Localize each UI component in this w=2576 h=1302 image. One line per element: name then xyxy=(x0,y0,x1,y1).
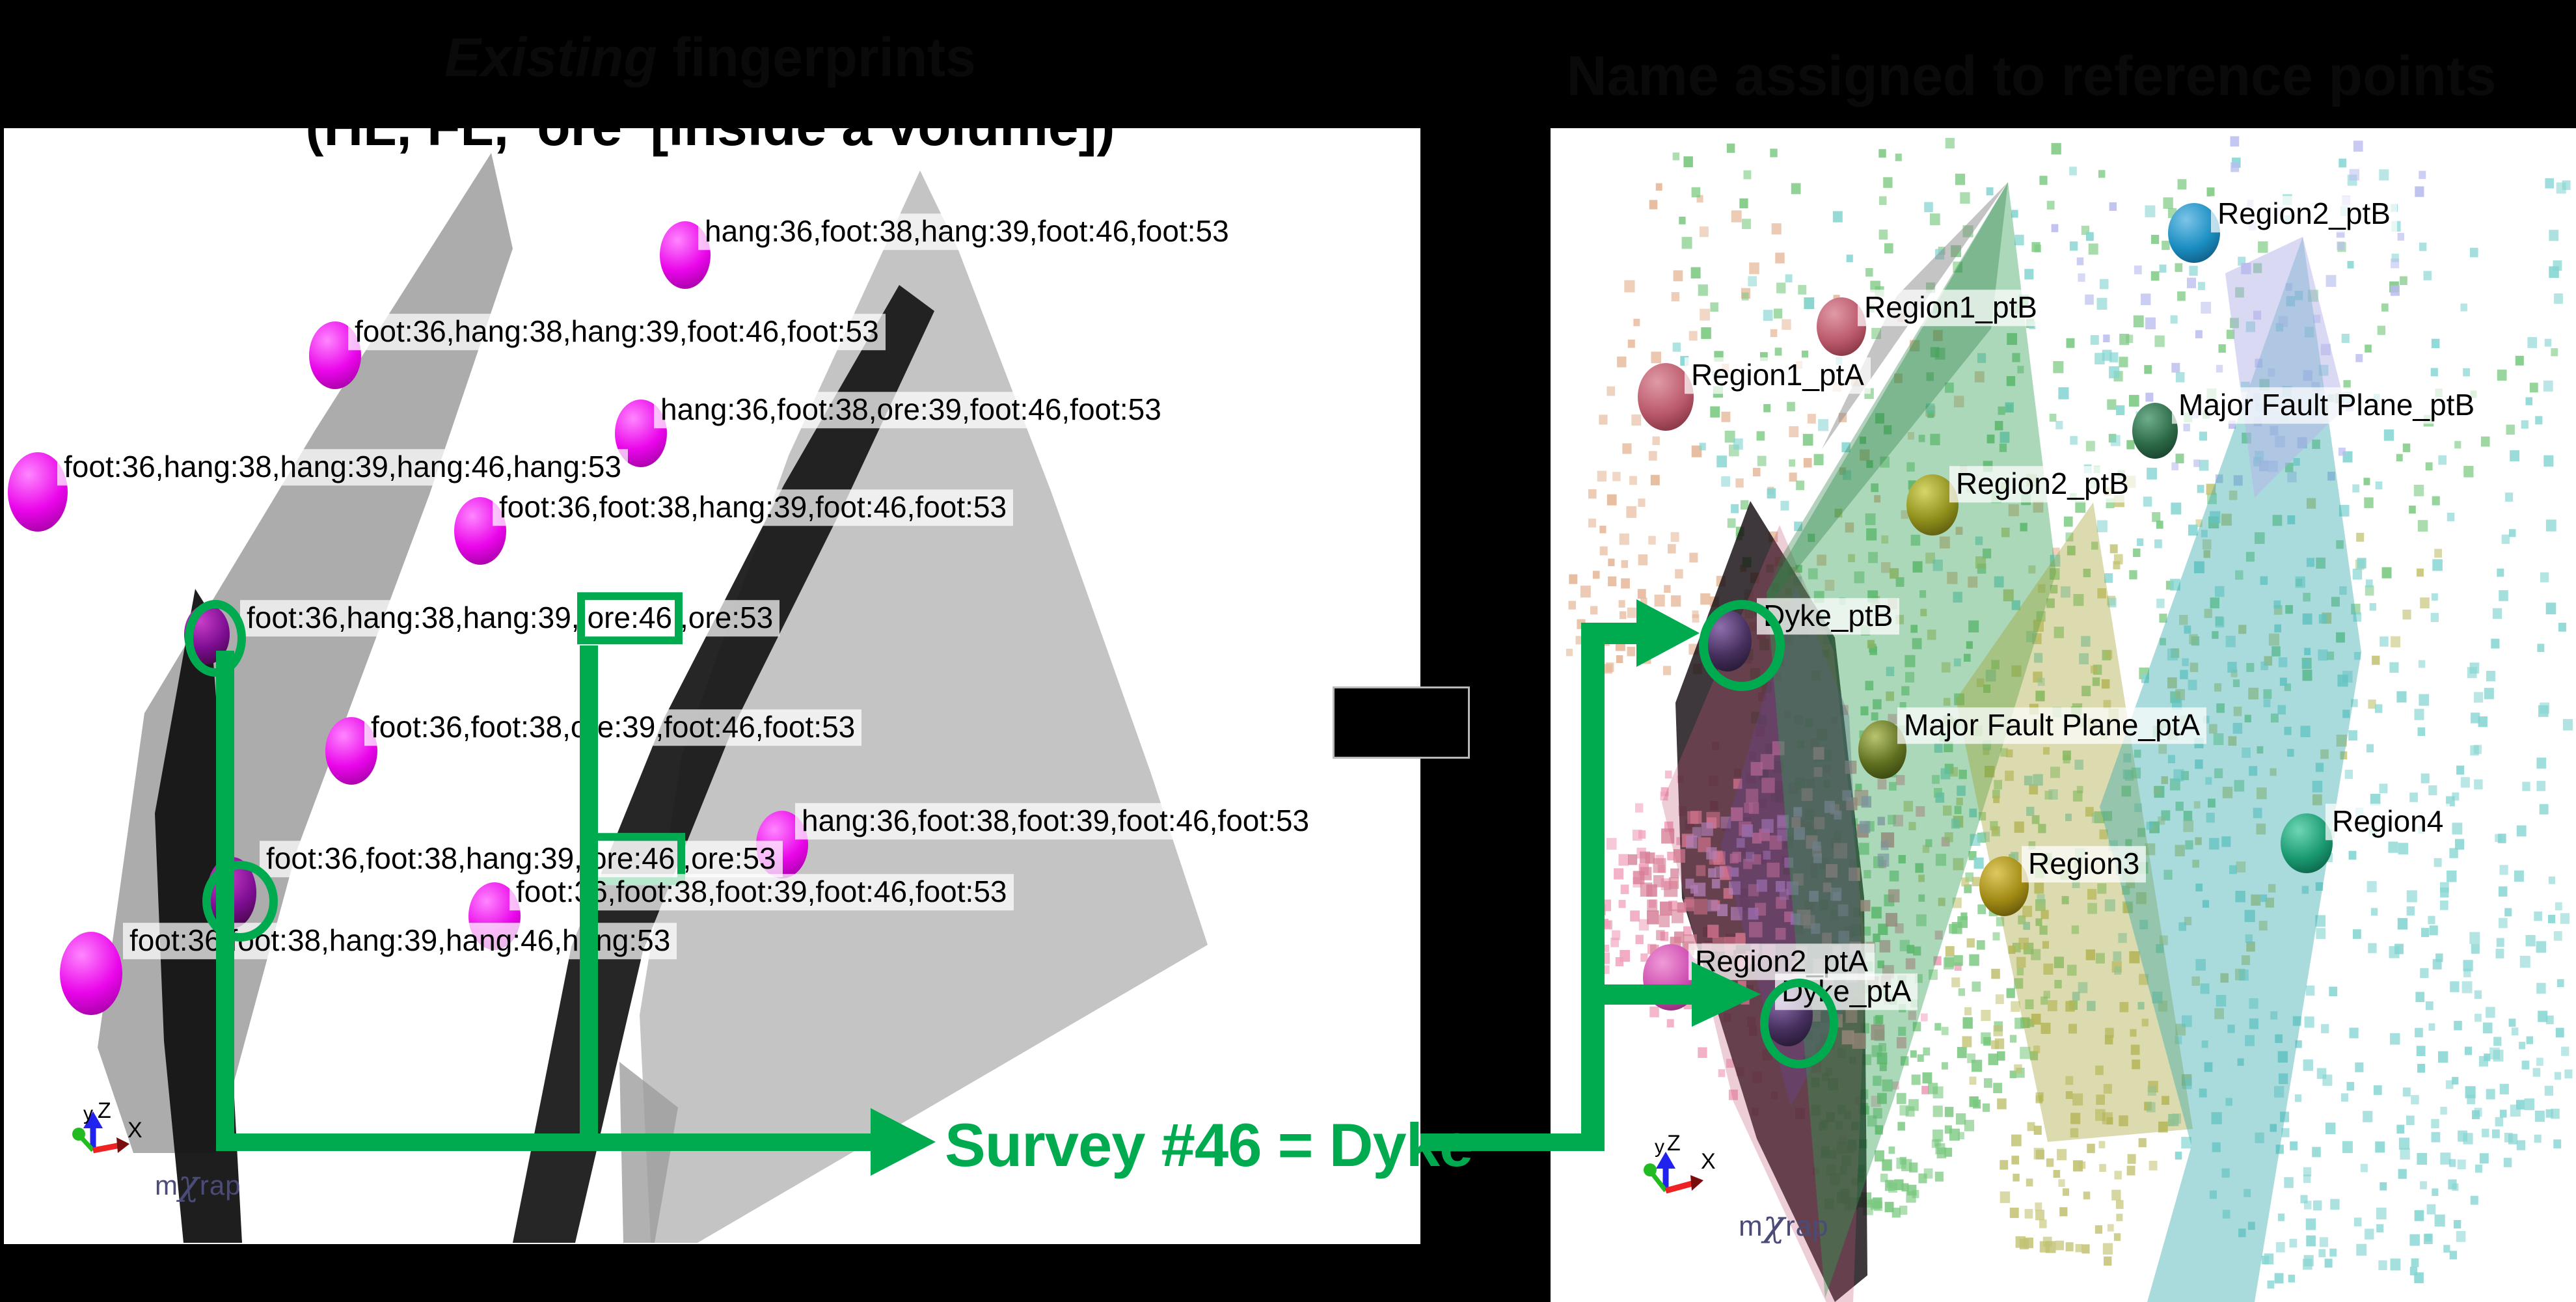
survey-string-label: foot:36,hang:38,hang:39,ore:46,ore:53 xyxy=(240,592,780,644)
reference-point-label-text: Region1_ptA xyxy=(1691,358,1864,392)
highlighted-ore46: ore:46 xyxy=(576,592,683,644)
reference-point-label: Region4 xyxy=(2325,804,2450,840)
left-panel-title-line1: Existing fingerprints xyxy=(444,27,976,88)
reference-point-label: Major Fault Plane_ptB xyxy=(2172,387,2482,424)
axis-label-z-right: Z xyxy=(1667,1131,1681,1156)
annotation-arrowhead-dykepta xyxy=(1692,962,1761,1027)
reference-sphere xyxy=(2281,813,2333,873)
reference-point-label-text: Region2_ptB xyxy=(1956,467,2129,501)
survey-string-label: foot:36,foot:38,ore:39,foot:46,foot:53 xyxy=(364,709,862,746)
axis-label-x-left: X xyxy=(128,1118,142,1143)
reference-point-label-text: Region1_ptB xyxy=(1864,290,2037,325)
panel-connector xyxy=(1333,686,1470,759)
survey-string-label: hang:36,foot:38,foot:39,foot:46,foot:53 xyxy=(795,803,1316,839)
reference-point-label: Region1_ptB xyxy=(1858,290,2044,326)
survey-string-label: foot:36,foot:38,hang:39,foot:46,foot:53 xyxy=(493,489,1014,526)
annotation-arrowhead-dykeptb xyxy=(1636,599,1700,667)
mxrap-logo-left: mχrap xyxy=(155,1163,241,1203)
survey-string-label-text: foot:36,foot:38,ore:39,foot:46,foot:53 xyxy=(371,710,856,744)
axis-label-z-left: Z xyxy=(98,1098,111,1123)
survey-string-label: hang:36,foot:38,ore:39,foot:46,foot:53 xyxy=(654,392,1168,428)
axis-label-y-left: y xyxy=(83,1103,93,1124)
survey-string-label: hang:36,foot:38,hang:39,foot:46,foot:53 xyxy=(698,213,1236,250)
survey-string-label-text: foot:36,foot:38,hang:39, xyxy=(266,841,582,876)
annotation-stub-dykepta xyxy=(1581,984,1696,1005)
survey-string-label: foot:36,hang:38,hang:39,foot:46,foot:53 xyxy=(348,314,886,350)
annotation-stub-dykeptb xyxy=(1581,623,1640,644)
survey-string-label: foot:36,foot:38,hang:39,ore:46,ore:53 xyxy=(260,833,783,885)
axis-label-y-right: y xyxy=(1655,1136,1664,1158)
annotation-arrowhead-left xyxy=(871,1108,936,1176)
survey-string-label: foot:36,hang:38,hang:39,hang:46,hang:53 xyxy=(57,449,628,485)
survey-ore-circle-1 xyxy=(185,600,246,677)
right-panel-title: Name assigned to reference points xyxy=(1566,45,2497,107)
survey-string-label-text-tail: ,ore:53 xyxy=(683,841,776,876)
left-panel-title-line2: (HL, FL, 'ore' [inside a volume]) xyxy=(305,96,1115,157)
reference-point-label-text: Region3 xyxy=(2028,847,2140,881)
reference-point-label-text: Dyke_ptB xyxy=(1763,599,1893,633)
mxrap-logo-right: mχrap xyxy=(1739,1202,1829,1244)
axis-label-x-right: X xyxy=(1701,1149,1716,1174)
reference-sphere xyxy=(1638,363,1694,431)
dyke-ptb-circle xyxy=(1699,600,1785,691)
reference-sphere xyxy=(2132,403,2178,459)
reference-point-label: Region3 xyxy=(2022,846,2147,882)
annotation-line-vertical-right xyxy=(1581,629,1605,1151)
survey-string-label-text: hang:36,foot:38,foot:39,foot:46,foot:53 xyxy=(802,804,1310,838)
reference-point-label: Region1_ptA xyxy=(1685,357,1871,394)
annotation-bar-left xyxy=(216,1133,871,1151)
survey-string-label-text: foot:36,foot:38,hang:39,foot:46,foot:53 xyxy=(499,490,1007,524)
annotation-line-vertical-2 xyxy=(580,645,598,1150)
survey-sphere xyxy=(60,932,122,1015)
survey-string-label-text: hang:36,foot:38,ore:39,foot:46,foot:53 xyxy=(660,392,1161,427)
survey-string-label-text: hang:36,foot:38,hang:39,foot:46,foot:53 xyxy=(705,214,1229,249)
annotation-bar-gap xyxy=(1420,1133,1605,1151)
survey-string-label-text: foot:36,hang:38,hang:39,hang:46,hang:53 xyxy=(64,450,621,484)
survey-string-label-text: foot:36,hang:38,hang:39,foot:46,foot:53 xyxy=(355,314,879,349)
reference-point-label-text: Major Fault Plane_ptA xyxy=(1904,708,2201,742)
survey-string-label-text-tail: ,ore:53 xyxy=(680,601,774,635)
reference-point-label: Region2_ptB xyxy=(1949,466,2135,502)
dyke-pta-circle xyxy=(1760,979,1838,1068)
reference-point-label-text: Region2_ptB xyxy=(2217,197,2391,231)
reference-point-label: Region2_ptB xyxy=(2211,196,2397,232)
reference-point-label: Major Fault Plane_ptA xyxy=(1897,707,2207,744)
survey-ore-circle-2 xyxy=(202,861,278,942)
reference-point-label-text: Region4 xyxy=(2332,804,2444,839)
survey-string-label-text: foot:36,hang:38,hang:39, xyxy=(247,601,580,635)
survey-equals-dyke-note: Survey #46 = Dyke xyxy=(945,1111,1473,1179)
reference-point-label-text: Major Fault Plane_ptB xyxy=(2178,388,2475,422)
